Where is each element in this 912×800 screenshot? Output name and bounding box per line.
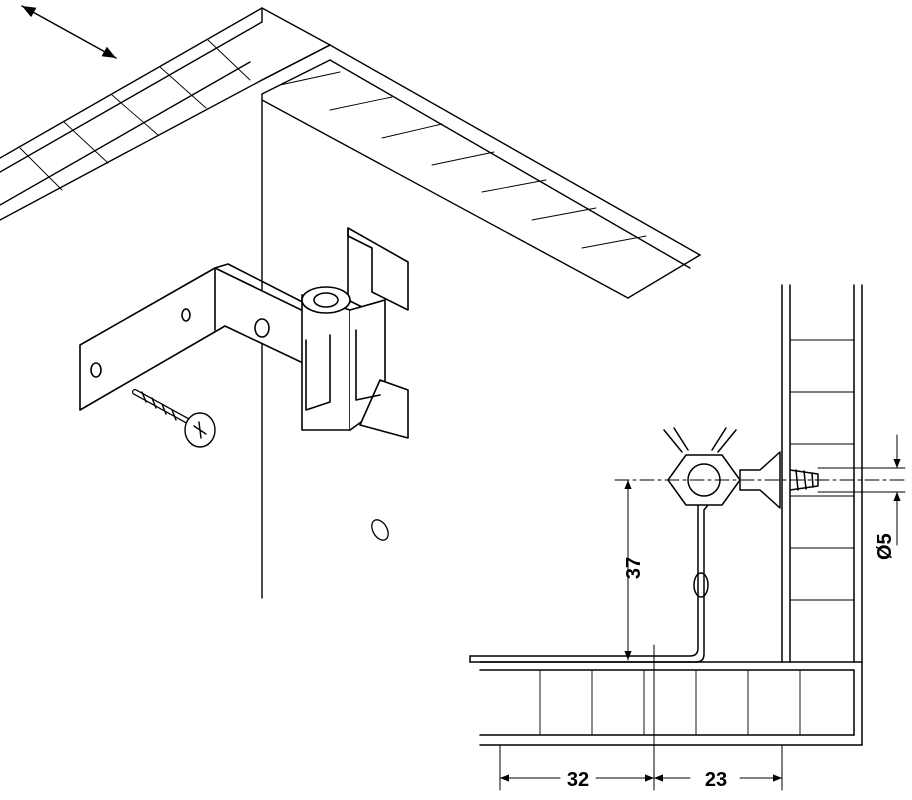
left-top-panel: [0, 7, 331, 221]
diameter-dimension: [817, 434, 906, 546]
bottom-panel-section: [479, 661, 863, 746]
diameter-label: Ø5: [874, 533, 896, 560]
movement-arrow: [21, 5, 117, 59]
side-panel-section: [781, 284, 863, 746]
right-top-panel: [261, 44, 701, 299]
width-left-label: 32: [567, 769, 589, 791]
height-label: 37: [623, 557, 645, 579]
hinge-body: [301, 227, 409, 439]
pre-drilled-hole: [371, 519, 389, 541]
width-right-label: 23: [705, 769, 727, 791]
isometric-cabinet-view: [0, 5, 701, 599]
mounting-bracket: [79, 263, 323, 411]
section-view: Ø5 37 32 23: [469, 284, 906, 791]
screw: [132, 389, 216, 448]
bracket-section: [469, 489, 717, 663]
width-dimensions: [499, 644, 783, 791]
